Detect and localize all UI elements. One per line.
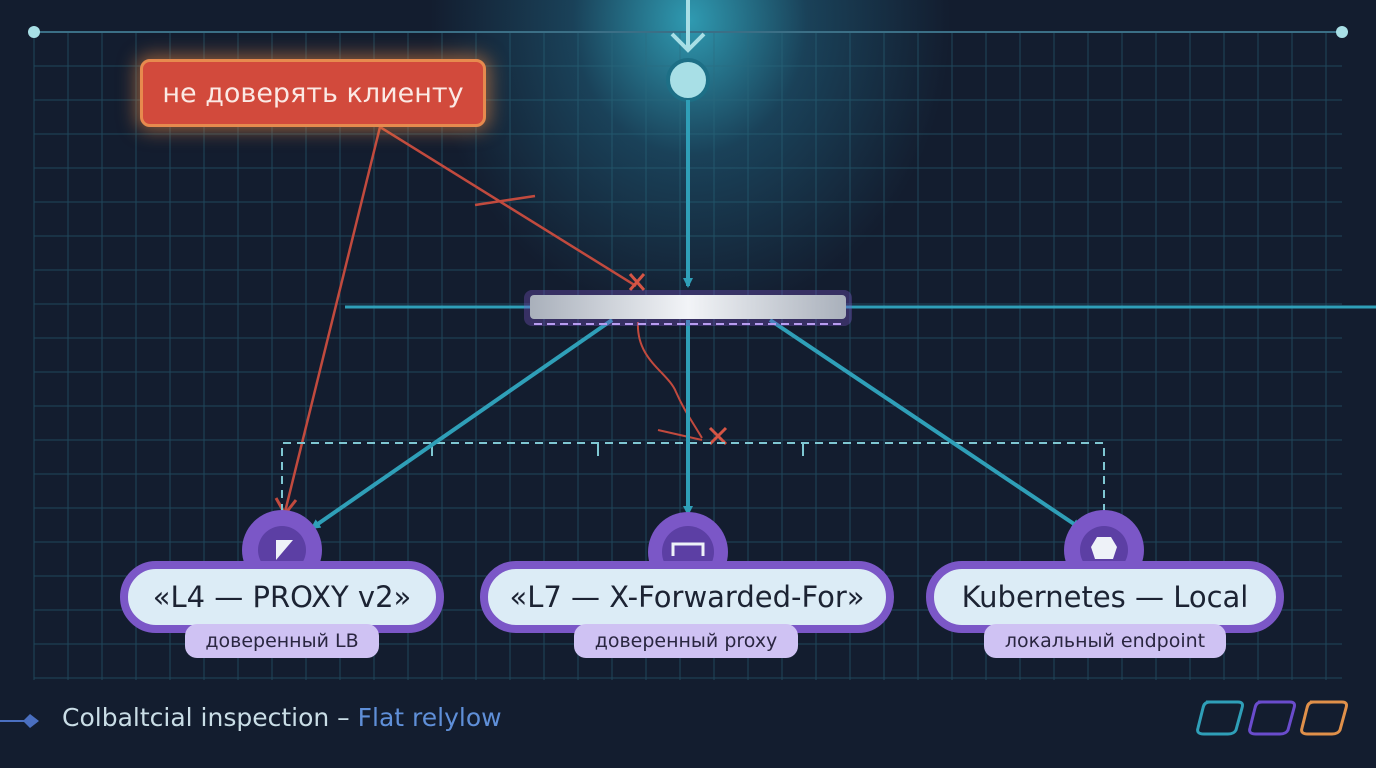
footer-caption: Colbaltcial inspection – Flat relylow (62, 703, 502, 732)
hexagon-icon (1091, 537, 1117, 559)
node-l7-xff: «L7 — X-Forwarded-For» (480, 561, 894, 633)
outline-square-icon (1300, 700, 1348, 736)
incoming-arrow-icon (670, 32, 706, 53)
outline-square-icon (1196, 700, 1244, 736)
cross-mark-icon (628, 273, 646, 291)
node-l4-subtitle: доверенный LB (185, 624, 379, 658)
arrow-to-k8s (768, 318, 1082, 530)
node-kubernetes-local: Kubernetes — Local (926, 561, 1284, 633)
entry-node (666, 58, 710, 102)
node-k8s-subtitle: локальный endpoint (984, 624, 1226, 658)
outline-square-icon (1248, 700, 1296, 736)
rail-dot-right (1336, 26, 1348, 38)
red-tick (474, 194, 536, 207)
arrow-to-l4 (310, 318, 614, 530)
footer-text: Colbaltcial inspection – (62, 703, 358, 732)
node-l4-proxy: «L4 — PROXY v2» (120, 561, 444, 633)
red-curve (636, 321, 703, 439)
red-curve-tail (657, 429, 703, 441)
rail-dot-left (28, 26, 40, 38)
warning-label: не доверять клиенту (140, 59, 486, 127)
triangle-icon (276, 540, 293, 560)
splitter-bar (530, 295, 846, 319)
diamond-icon (23, 714, 39, 728)
dashed-bracket (281, 442, 1105, 512)
red-line-l4 (283, 126, 382, 513)
cross-mark-icon (708, 426, 728, 446)
node-l7-subtitle: доверенный proxy (574, 624, 798, 658)
bracket-icon (671, 542, 705, 556)
footer-accent: Flat relylow (357, 703, 502, 732)
red-line-bar (379, 125, 637, 288)
